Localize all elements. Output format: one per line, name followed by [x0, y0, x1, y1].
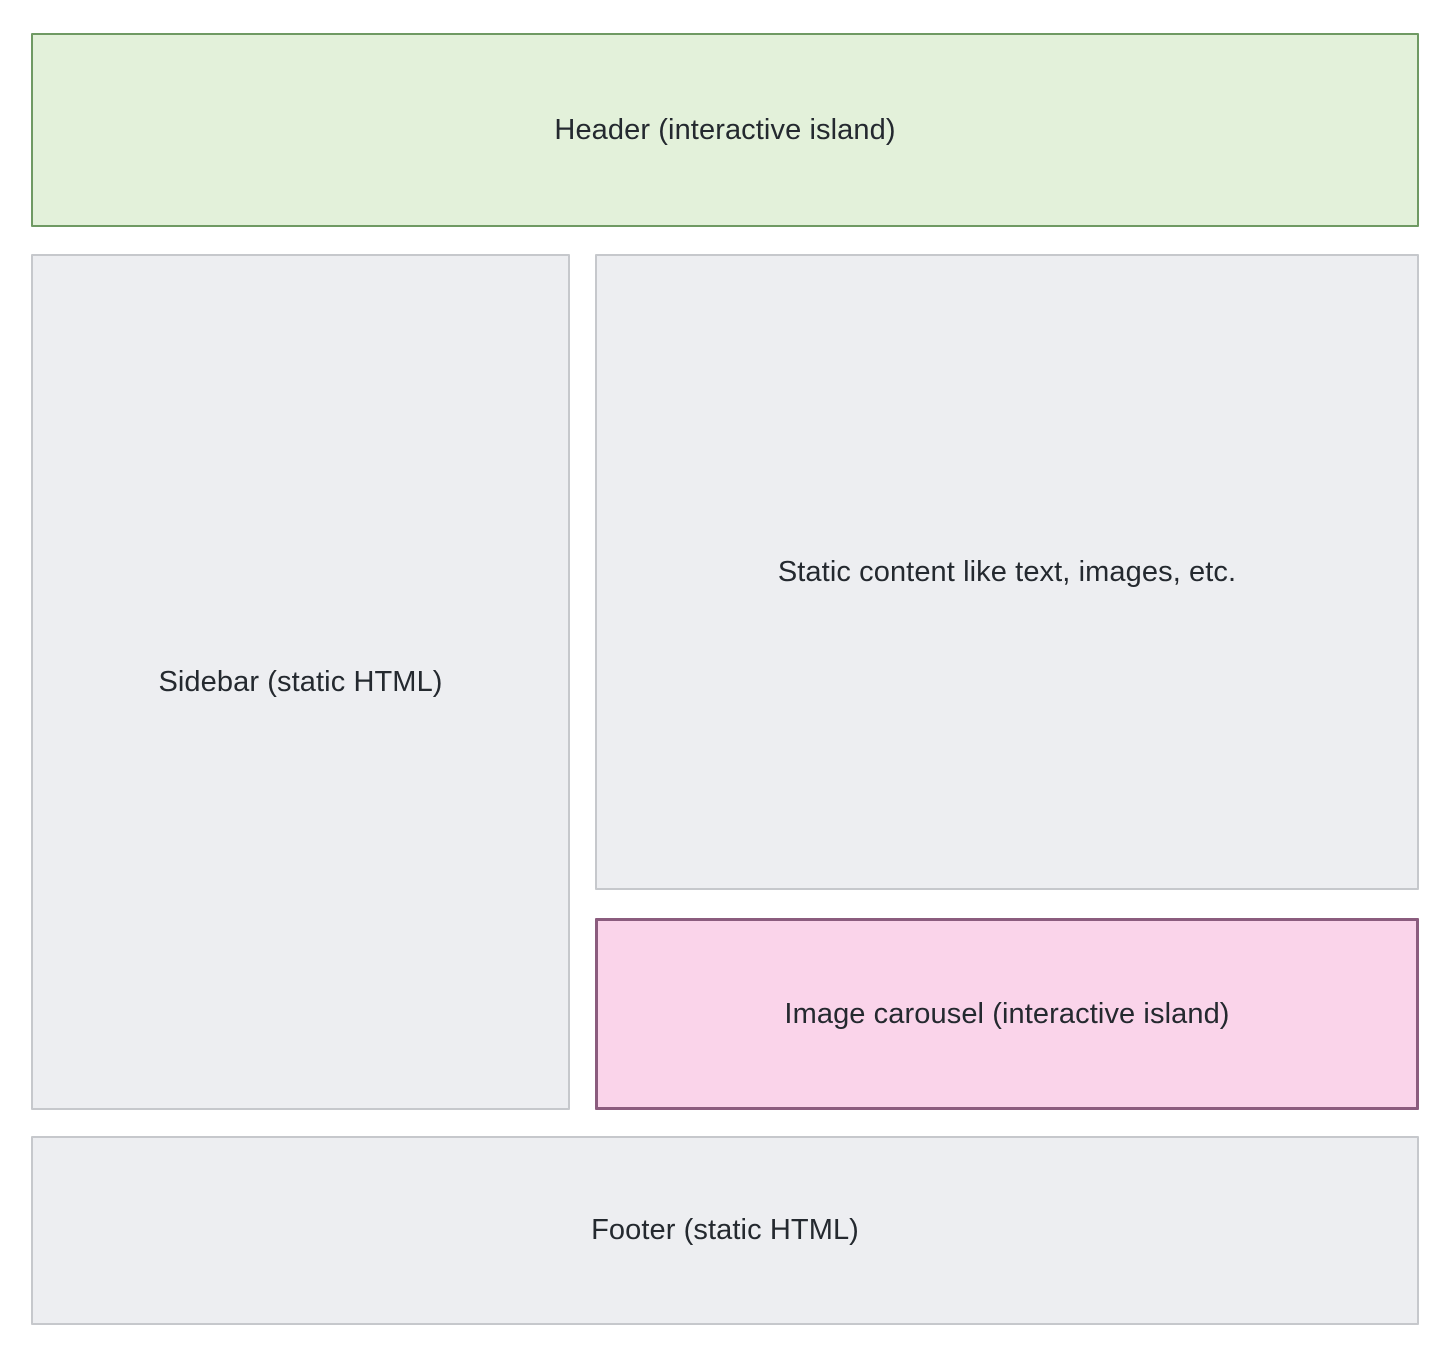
image-carousel-interactive-island-region: Image carousel (interactive island)	[595, 918, 1419, 1110]
main-content-region-label: Static content like text, images, etc.	[777, 555, 1237, 588]
sidebar-region-label: Sidebar (static HTML)	[158, 665, 443, 698]
header-interactive-island-region: Header (interactive island)	[31, 33, 1419, 227]
footer-region-label: Footer (static HTML)	[591, 1214, 859, 1247]
sidebar-static-region: Sidebar (static HTML)	[31, 254, 570, 1110]
image-carousel-region-label: Image carousel (interactive island)	[784, 997, 1230, 1030]
header-region-label: Header (interactive island)	[554, 113, 896, 146]
main-content-static-region: Static content like text, images, etc.	[595, 254, 1419, 890]
footer-static-region: Footer (static HTML)	[31, 1136, 1419, 1325]
